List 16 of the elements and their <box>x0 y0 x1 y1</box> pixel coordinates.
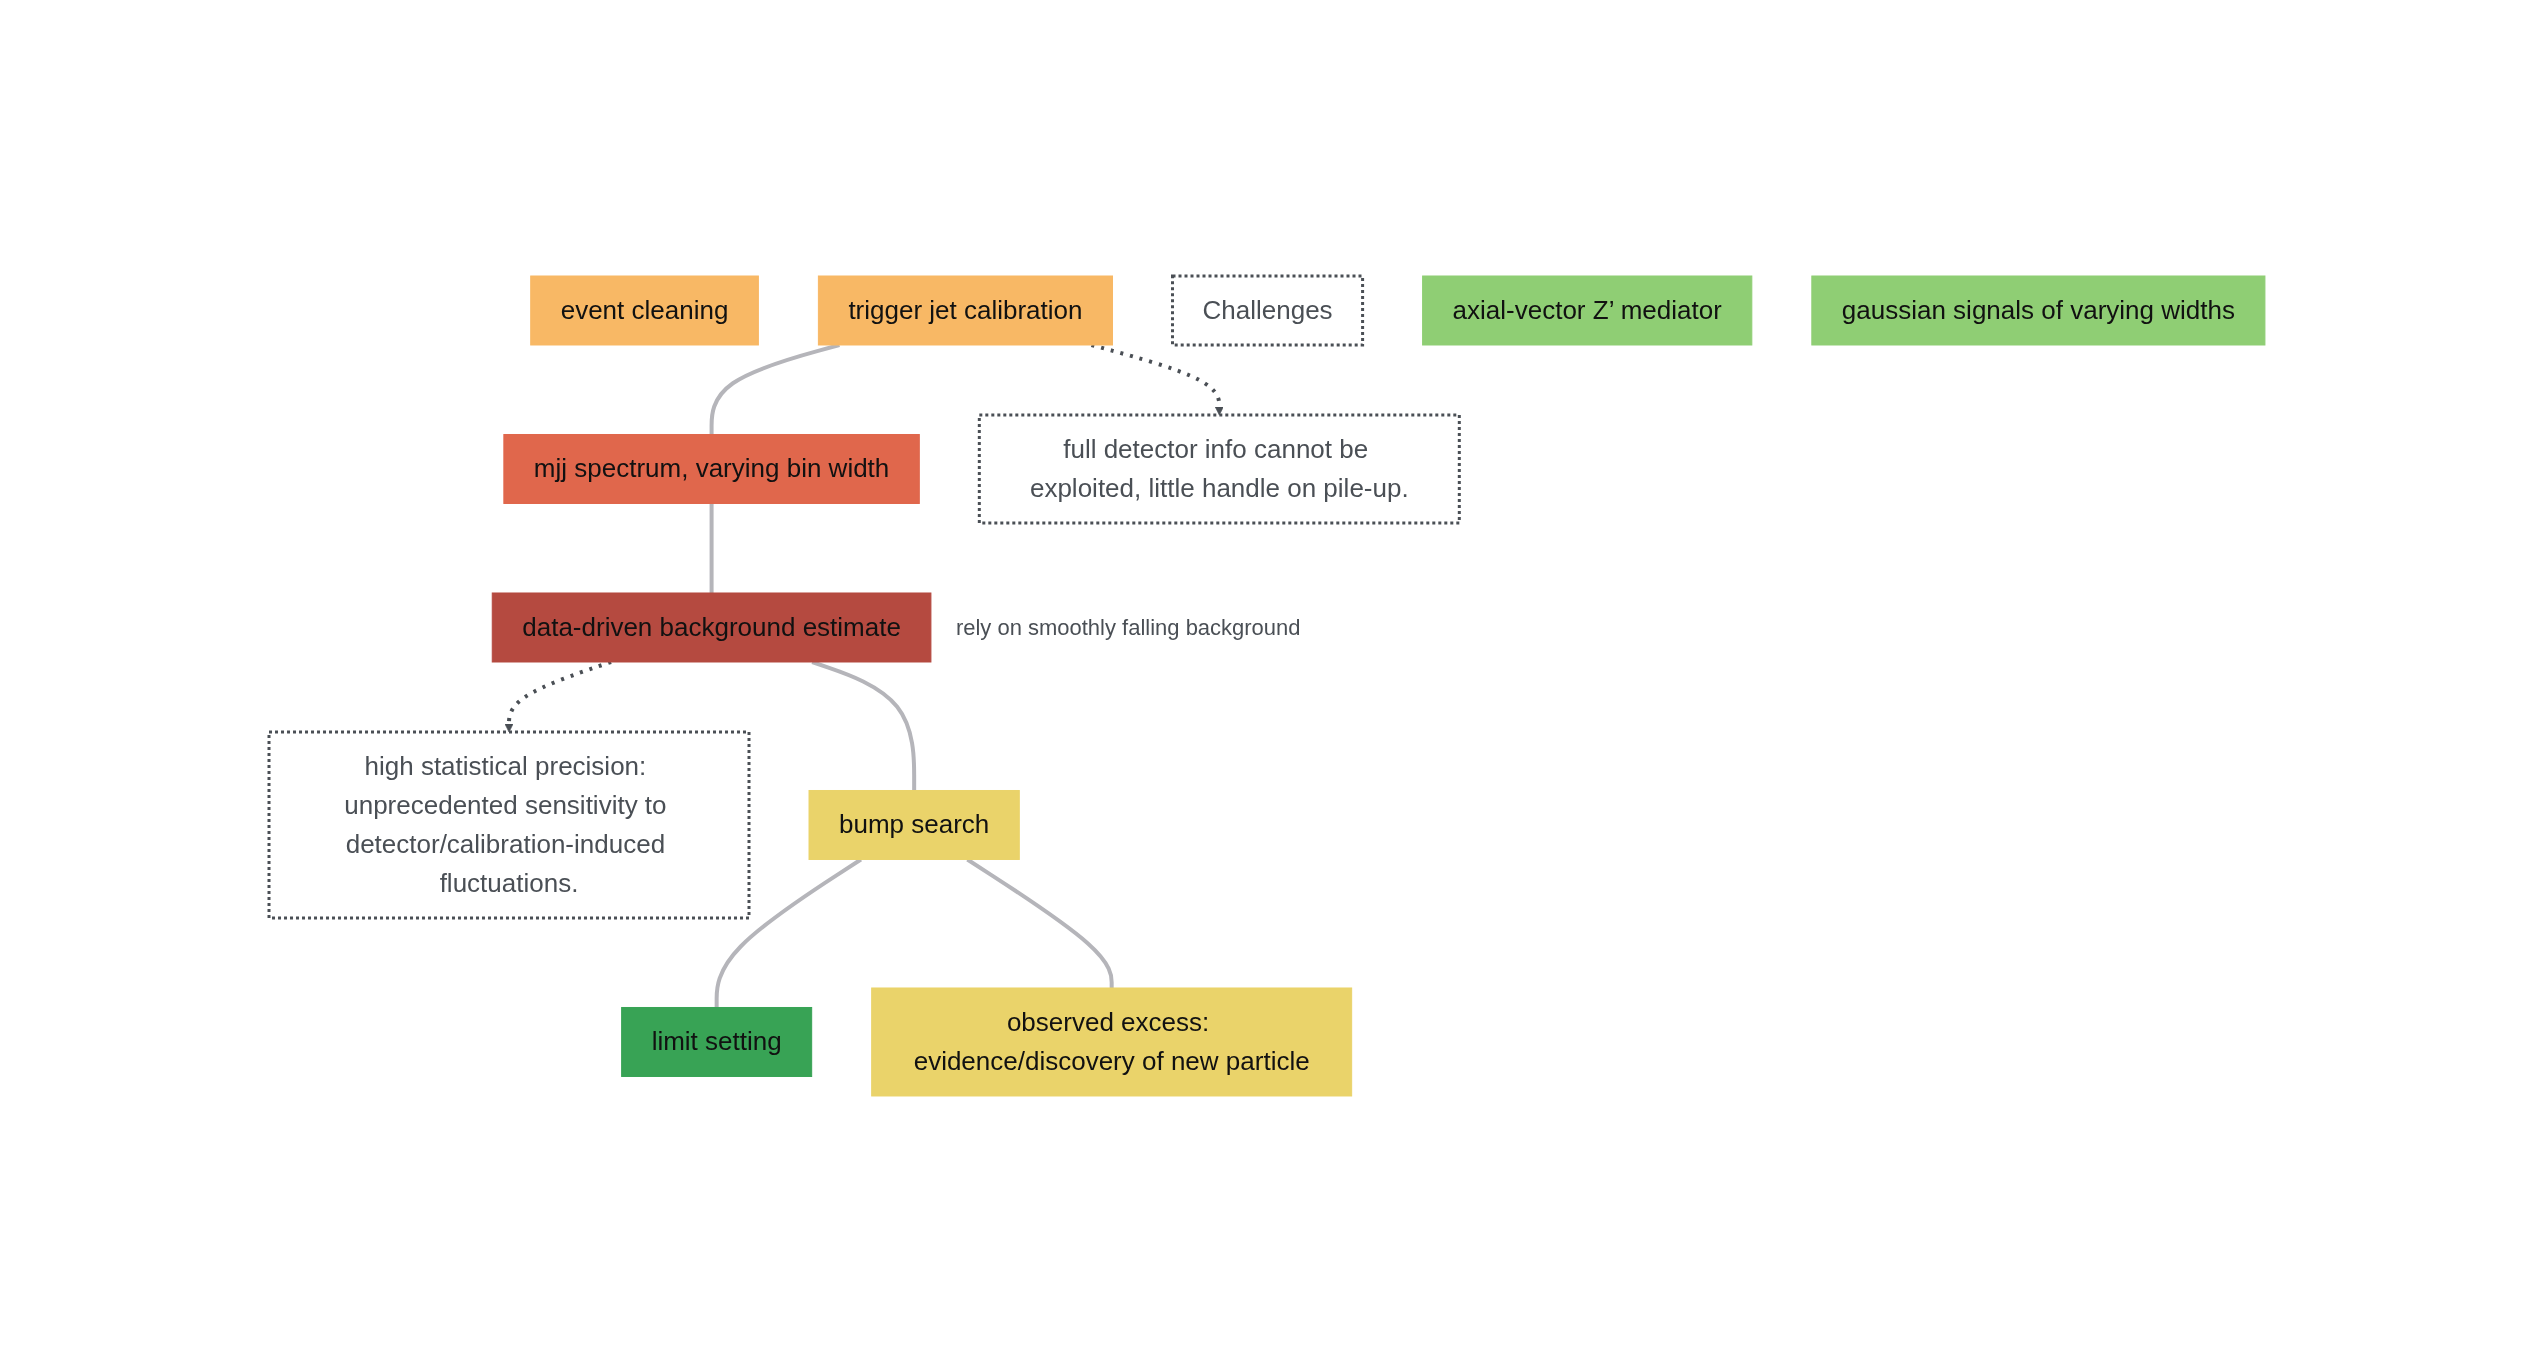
connector <box>965 857 1114 988</box>
node-box: full detector info cannot be exploited, little handle on pile-up. <box>977 413 1461 524</box>
node-caption: rely on smoothly falling background <box>955 615 1301 640</box>
node-box: event cleaning <box>529 275 759 345</box>
connector <box>709 503 714 593</box>
node-box: Challenges <box>1170 274 1364 346</box>
node-box: high statistical precision: unprecedented sensitivity to detector/calibration-induced fluctuations. <box>267 730 751 919</box>
connector <box>714 857 862 1007</box>
node-box: limit setting <box>620 1006 812 1077</box>
node-box: data-driven background estimate <box>491 592 931 662</box>
node-box: gaussian signals of varying widths <box>1810 275 2265 345</box>
node-box: trigger jet calibration <box>817 275 1113 345</box>
node-box: axial-vector Z’ mediator <box>1421 275 1752 345</box>
node-box: mjj spectrum, varying bin width <box>502 433 920 504</box>
node-box: observed excess: evidence/discovery of new particle <box>870 987 1352 1096</box>
node-box: bump search <box>808 789 1020 860</box>
